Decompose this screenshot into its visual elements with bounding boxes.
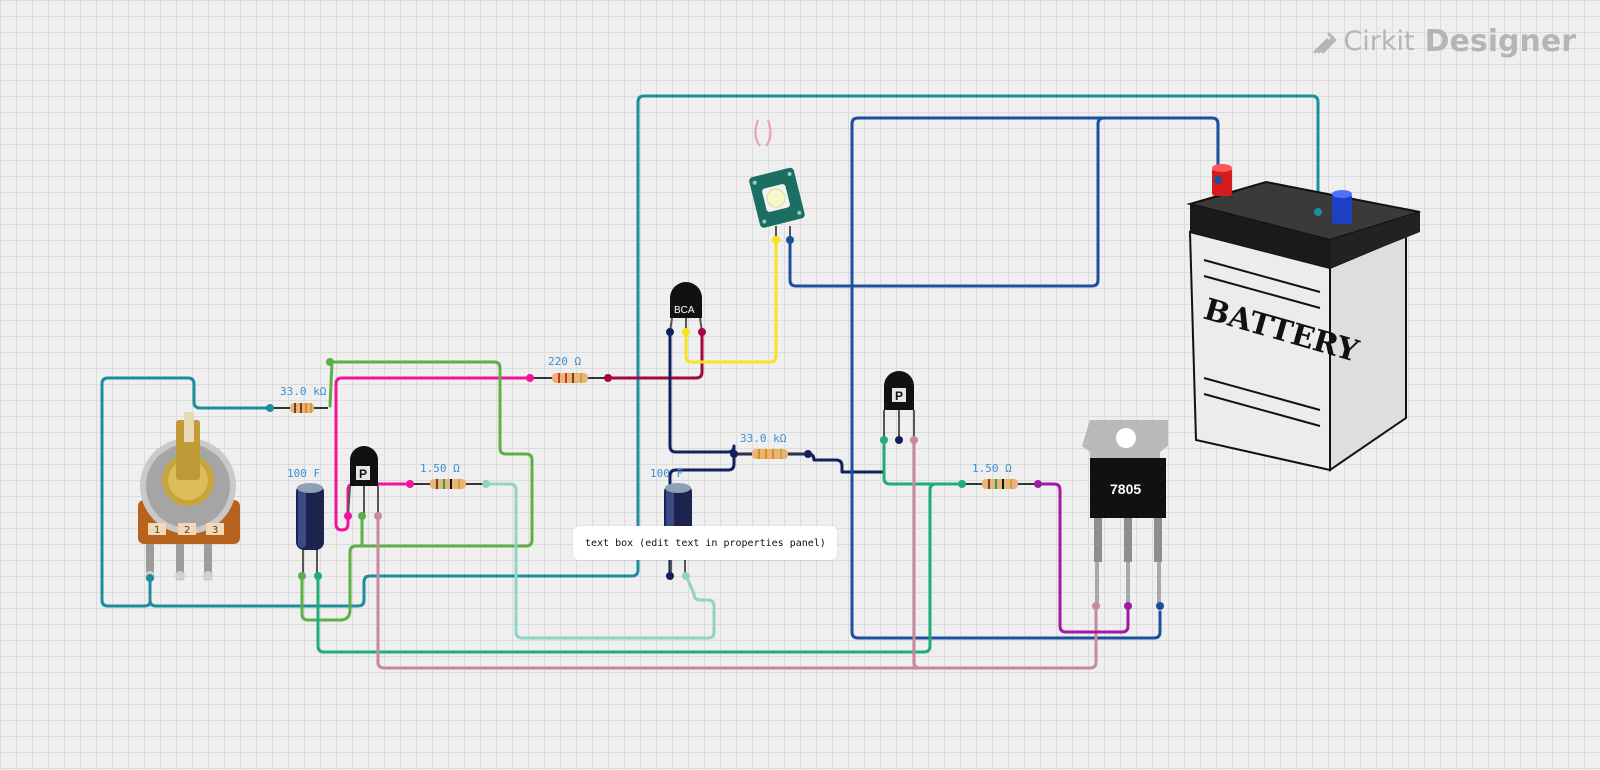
- wire-mint[interactable]: [484, 482, 716, 640]
- wire-green-loop[interactable]: [300, 360, 534, 622]
- battery[interactable]: BATTERY: [1186, 164, 1421, 472]
- label-r-220: 220 Ω: [548, 355, 581, 368]
- transistor-bca[interactable]: BCA: [669, 282, 703, 333]
- transistor-p2-label: P: [895, 389, 903, 403]
- wire-crimson-220[interactable]: [606, 330, 704, 380]
- voltage-regulator-7805[interactable]: 7805: [1082, 420, 1168, 608]
- wire-mauve-p2[interactable]: [912, 438, 922, 670]
- wires: [100, 94, 1320, 670]
- potentiometer[interactable]: 1 2 3: [138, 412, 240, 581]
- wire-purple[interactable]: [1036, 482, 1130, 634]
- regulator-label: 7805: [1110, 481, 1141, 497]
- transistor-p1-label: P: [359, 467, 367, 481]
- wire-emerald-p2[interactable]: [882, 438, 938, 486]
- resistor-33k-left[interactable]: [272, 403, 328, 413]
- resistor-33k-mid[interactable]: [734, 449, 808, 459]
- wire-emerald[interactable]: [316, 482, 964, 654]
- wrench-icon: [1313, 32, 1337, 53]
- label-cap-mid: 100 F: [650, 467, 683, 480]
- label-r-150-right: 1.50 Ω: [972, 462, 1012, 475]
- cirkit-designer-logo: Cirkit Designer: [1311, 24, 1576, 59]
- transistor-p2[interactable]: P: [883, 371, 915, 440]
- label-r-150-left: 1.50 Ω: [420, 462, 460, 475]
- pot-pin-3: 3: [212, 525, 218, 536]
- led-module[interactable]: [748, 167, 805, 240]
- label-cap-left: 100 F: [287, 467, 320, 480]
- pin-dots: [146, 176, 1322, 610]
- capacitor-left[interactable]: [296, 483, 324, 576]
- transistor-bca-label: BCA: [674, 305, 695, 316]
- wire-mauve[interactable]: [376, 514, 1098, 670]
- brand-word-cirkit: Cirkit: [1343, 26, 1415, 57]
- wire-led-leads: [754, 119, 772, 147]
- wire-blue-regulator[interactable]: [850, 116, 1162, 640]
- wire-teal-battery-negative[interactable]: [148, 94, 1320, 608]
- wire-yellow[interactable]: [684, 238, 778, 364]
- label-r-33k-left: 33.0 kΩ: [280, 385, 327, 398]
- resistor-150-left[interactable]: [410, 479, 488, 489]
- brand-word-designer: Designer: [1424, 24, 1576, 59]
- pot-pin-1: 1: [154, 525, 160, 536]
- pot-pin-2: 2: [184, 525, 190, 536]
- wire-blue-led[interactable]: [788, 116, 1220, 288]
- wire-teal-pot-loop[interactable]: [100, 376, 272, 608]
- label-r-33k-mid: 33.0 kΩ: [740, 432, 787, 445]
- text-box-content: text box (edit text in properties panel): [585, 537, 826, 549]
- transistor-p1[interactable]: P: [347, 446, 379, 517]
- wire-pink-base[interactable]: [334, 376, 532, 532]
- resistor-220[interactable]: [532, 373, 608, 383]
- text-box-annotation[interactable]: text box (edit text in properties panel): [573, 526, 837, 560]
- resistor-150-right[interactable]: [962, 479, 1038, 489]
